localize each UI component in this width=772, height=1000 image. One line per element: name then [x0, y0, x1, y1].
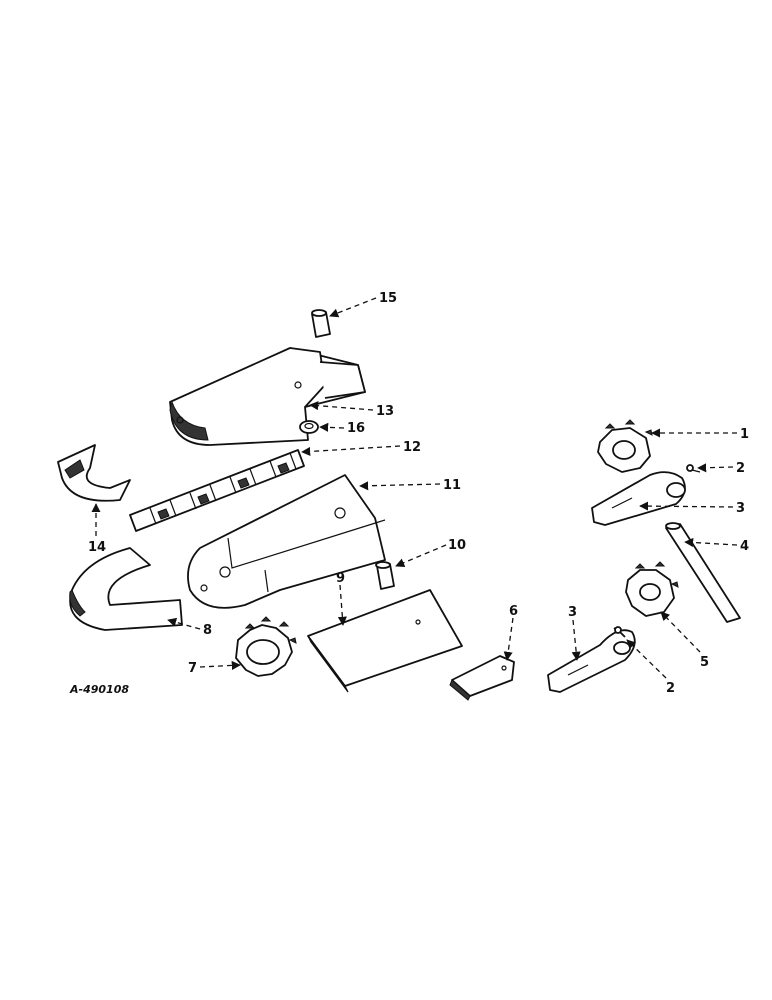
callout-5: 5 [700, 655, 709, 670]
callout-9: 9 [336, 571, 345, 586]
callout-1: 1 [740, 427, 749, 442]
callout-3-upper: 3 [736, 501, 745, 516]
callout-2-lower: 2 [666, 681, 675, 696]
callout-10: 10 [448, 538, 466, 553]
part-13-housing [169, 347, 366, 446]
drawing-reference-code: A-490108 [70, 683, 130, 696]
callout-4: 4 [740, 539, 749, 554]
callout-15: 15 [379, 291, 397, 306]
part-9-flat-plate [307, 589, 463, 693]
part-2-pin-lower [613, 626, 626, 638]
callout-14: 14 [88, 540, 106, 555]
callout-16: 16 [347, 421, 365, 436]
callout-11: 11 [443, 478, 461, 493]
callout-8: 8 [203, 623, 212, 638]
part-14-curved-guard [57, 444, 131, 502]
callout-2-upper: 2 [736, 461, 745, 476]
part-10-bushing [375, 561, 395, 590]
part-16-nut [299, 420, 319, 434]
part-8-curved-strap [69, 547, 183, 631]
callout-12: 12 [403, 440, 421, 455]
part-2-pin-upper [686, 464, 701, 473]
callout-13: 13 [376, 404, 394, 419]
part-4-shaft [665, 522, 741, 623]
part-15-bushing [311, 309, 331, 338]
part-3-arm-lower [547, 629, 636, 693]
callout-3-lower: 3 [568, 605, 577, 620]
part-6-bracket [449, 655, 515, 701]
leader-lines [91, 297, 738, 679]
part-3-arm-upper [591, 471, 686, 526]
part-1-sprocket [597, 419, 653, 473]
part-7-sprocket [235, 616, 297, 677]
callout-6: 6 [509, 604, 518, 619]
callout-labels: 1 2 3 4 5 2 3 6 7 8 9 10 11 12 13 14 15 … [88, 291, 749, 696]
part-5-sprocket [625, 561, 679, 617]
callout-7: 7 [188, 661, 197, 676]
part-11-chain-shield [187, 474, 386, 609]
part-12-chain [129, 449, 305, 532]
